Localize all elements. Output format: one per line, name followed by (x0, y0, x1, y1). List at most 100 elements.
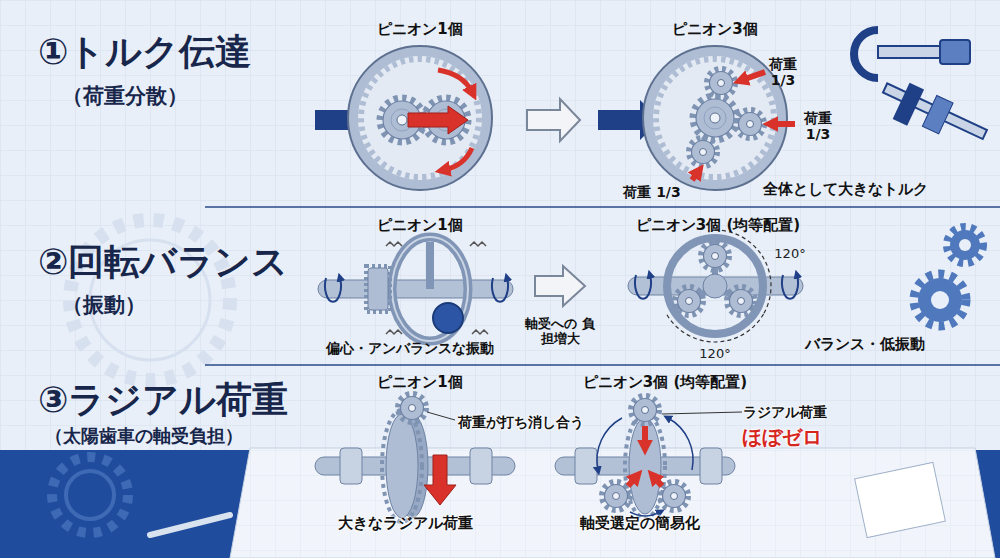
pinion-gear (660, 482, 688, 510)
load-arrow (654, 477, 662, 486)
deco-gear (947, 227, 983, 263)
pinion-count: ピニオン1個 (377, 374, 462, 391)
section-divider (205, 206, 1000, 208)
angle-arc (715, 230, 771, 314)
deco-gear (931, 291, 949, 309)
angle-label: 120° (699, 347, 730, 362)
rotation-arrow (492, 278, 508, 302)
deco-gear (950, 230, 980, 260)
load-arrow (772, 121, 795, 127)
pinion-gear (398, 394, 426, 422)
load-arrow (444, 148, 472, 170)
angle-label: 120° (774, 247, 805, 262)
vibration-mark (386, 242, 488, 334)
deco-gear (914, 274, 966, 326)
spoke (426, 242, 434, 289)
load-share-label: 荷重 1/3 (796, 110, 840, 142)
pen (150, 515, 230, 535)
pinion-count: ピニオン1個 (377, 217, 462, 234)
deco-gear (52, 457, 128, 533)
bearing (340, 448, 362, 484)
caliper-icon (893, 83, 924, 126)
micrometer-icon (854, 30, 970, 78)
pinion-count: ピニオン3個 (672, 21, 757, 38)
note-label: 大きなラジアル荷重 (338, 515, 473, 532)
note-label: 偏心・アンバランスな振動 (326, 340, 494, 356)
hub (703, 274, 727, 298)
sun-gear (382, 410, 422, 522)
section-heading: ②回転バランス (38, 241, 288, 282)
pinion-gear (727, 287, 755, 315)
deco-gear (52, 457, 128, 533)
pinion-count: ピニオン1個 (377, 21, 462, 38)
pinion-gear (631, 396, 659, 424)
shaft (318, 280, 513, 298)
transition-arrow (527, 99, 580, 141)
load-arrow (438, 70, 472, 92)
ring-gear (348, 46, 492, 190)
rotation-arrow (782, 275, 798, 299)
ring-gear (643, 46, 787, 190)
rotation-arrow (325, 278, 341, 302)
rotation-arrow (597, 418, 622, 470)
note-label: 軸受への 負担増大 (523, 317, 597, 347)
leader-line (427, 412, 455, 420)
deco-gear (66, 471, 114, 519)
deco-gear (947, 227, 983, 263)
load-arrow (742, 72, 765, 80)
note-label: バランス・低振動 (805, 336, 925, 353)
caliper-icon (883, 83, 987, 139)
bearing (470, 448, 492, 484)
pinion-gear (602, 482, 630, 510)
load-share-label: 荷重 1/3 (761, 56, 805, 88)
sun-gear (693, 96, 737, 140)
note-label: 軸受選定の簡易化 (580, 515, 700, 532)
load-arrow (628, 477, 636, 486)
vibration-mark (470, 242, 486, 246)
emphasis-label: ほぼゼロ (742, 426, 822, 449)
deco-gear (918, 278, 962, 322)
pinion-gear (675, 287, 703, 315)
section-subheading: （荷重分散） (62, 84, 188, 108)
rotation-arrow (668, 418, 693, 470)
flywheel (392, 237, 468, 341)
vibration-mark (386, 242, 402, 246)
bearing (575, 448, 597, 484)
angle-arc (667, 314, 764, 342)
load-arrow (642, 426, 648, 446)
sun-gear (629, 418, 661, 514)
load-arrow (692, 172, 698, 180)
pinion-gear (689, 138, 717, 166)
callout-label: 荷重が打ち消し合う (458, 414, 584, 430)
section-heading: ①トルク伝達 (38, 31, 251, 72)
section-subheading: （振動） (62, 293, 146, 317)
callout-label: ラジアル荷重 (743, 404, 827, 420)
vibration-mark (472, 330, 488, 334)
deco-gear (959, 239, 971, 251)
transition-arrow (535, 266, 585, 306)
pinion-gear (736, 110, 764, 138)
pinion-gear (707, 69, 735, 97)
eccentric-mass (433, 303, 463, 333)
load-arrow (424, 455, 456, 505)
section-divider (205, 364, 1000, 366)
pinion-gear (368, 268, 388, 310)
section-subheading: （太陽歯車の軸受負担） (45, 426, 243, 447)
vibration-mark (386, 330, 402, 334)
deco-gear (914, 274, 966, 326)
bearing (700, 448, 722, 484)
micrometer-icon (940, 40, 970, 64)
blueprint-paper (230, 448, 995, 558)
flywheel (392, 237, 468, 341)
flywheel (667, 238, 763, 334)
caliper-icon (922, 95, 953, 133)
blueprint-grid (230, 448, 995, 558)
section-heading: ③ラジアル荷重 (38, 379, 288, 420)
leader-line (662, 412, 742, 414)
caliper-icon (875, 74, 992, 157)
pinion-count: ピニオン3個 (均等配置) (636, 217, 800, 234)
note-label: 全体として大きなトルク (763, 181, 928, 198)
